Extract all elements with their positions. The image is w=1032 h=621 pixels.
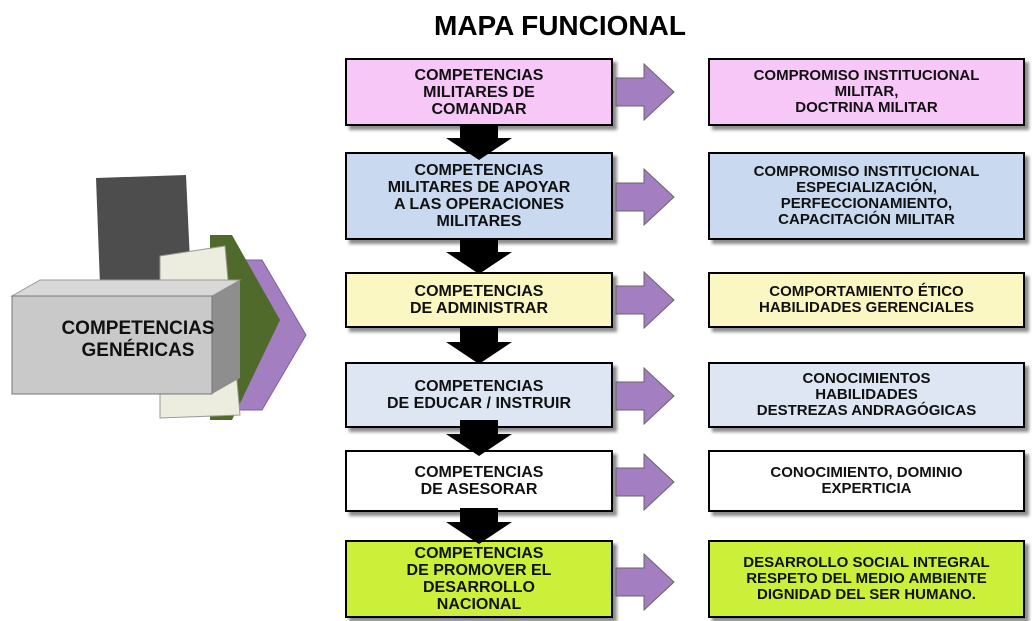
right-arrow-icon: [615, 452, 675, 512]
outcome-line: DESARROLLO SOCIAL INTEGRAL: [743, 554, 990, 571]
competency-line: COMPETENCIAS: [414, 545, 544, 562]
outcome-line: HABILIDADES: [815, 386, 918, 403]
outcome-line: CAPACITACIÓN MILITAR: [778, 211, 955, 228]
competency-line: COMANDAR: [431, 100, 527, 118]
generic-competencies-label: COMPETENCIAS GENÉRICAS: [38, 318, 238, 362]
generic-box-front: [11, 295, 213, 395]
competency-box-educar: COMPETENCIAS DE EDUCAR / INSTRUIR: [345, 362, 613, 428]
competency-line: DE ADMINISTRAR: [409, 300, 549, 317]
competency-line: DE PROMOVER EL: [406, 562, 552, 579]
outcome-box-promover: DESARROLLO SOCIAL INTEGRAL RESPETO DEL M…: [708, 540, 1025, 618]
competency-line: MILITARES: [436, 213, 522, 230]
down-arrow-icon: [446, 328, 512, 364]
outcome-line: CONOCIMIENTOS: [802, 370, 931, 387]
outcome-line: DOCTRINA MILITAR: [795, 99, 938, 116]
down-arrow-icon: [446, 420, 512, 456]
competency-line: A LAS OPERACIONES: [393, 196, 565, 213]
outcome-line: COMPROMISO INSTITUCIONAL: [753, 67, 980, 84]
competency-line: COMPETENCIAS: [414, 464, 544, 481]
outcome-line: CONOCIMIENTO, DOMINIO: [770, 464, 963, 481]
outcome-line: RESPETO DEL MEDIO AMBIENTE: [746, 570, 987, 587]
outcome-line: DESTREZAS ANDRAGÓGICAS: [756, 402, 977, 419]
competency-line: DE EDUCAR / INSTRUIR: [386, 395, 571, 412]
competency-line: COMPETENCIAS: [414, 66, 544, 84]
outcome-line: EXPERTICIA: [821, 480, 912, 497]
outcome-line: ESPECIALIZACIÓN,: [796, 179, 937, 196]
generic-box-top: [10, 279, 242, 297]
outcome-box-apoyar: COMPROMISO INSTITUCIONAL ESPECIALIZACIÓN…: [708, 152, 1025, 240]
competency-box-comandar: COMPETENCIAS MILITARES DE COMANDAR: [345, 58, 613, 126]
competency-box-apoyar: COMPETENCIAS MILITARES DE APOYAR A LAS O…: [345, 152, 613, 240]
competency-line: DE ASESORAR: [420, 481, 538, 498]
generic-label-line-2: GENÉRICAS: [81, 340, 195, 361]
outcome-line: COMPORTAMIENTO ÉTICO: [769, 283, 964, 300]
outcome-box-asesorar: CONOCIMIENTO, DOMINIO EXPERTICIA: [708, 450, 1025, 512]
right-arrow-icon: [615, 167, 675, 227]
outcome-line: HABILIDADES GERENCIALES: [758, 299, 975, 316]
generic-label-line-1: COMPETENCIAS: [61, 318, 215, 339]
down-arrow-icon: [446, 238, 512, 274]
competency-box-asesorar: COMPETENCIAS DE ASESORAR: [345, 450, 613, 512]
outcome-line: COMPROMISO INSTITUCIONAL: [753, 163, 980, 180]
competency-line: MILITARES DE: [423, 83, 535, 101]
competency-line: COMPETENCIAS: [414, 283, 544, 300]
right-arrow-icon: [615, 366, 675, 426]
page-title: MAPA FUNCIONAL: [434, 10, 686, 41]
outcome-line: DIGNIDAD DEL SER HUMANO.: [757, 586, 976, 603]
competency-box-administrar: COMPETENCIAS DE ADMINISTRAR: [345, 272, 613, 328]
down-arrow-icon: [446, 508, 512, 544]
outcome-box-educar: CONOCIMIENTOS HABILIDADES DESTREZAS ANDR…: [708, 362, 1025, 428]
outcome-line: MILITAR,: [834, 83, 899, 100]
competency-line: MILITARES DE APOYAR: [387, 179, 571, 196]
right-arrow-icon: [615, 270, 675, 330]
outcome-box-administrar: COMPORTAMIENTO ÉTICO HABILIDADES GERENCI…: [708, 272, 1025, 328]
outcome-line: PERFECCIONAMIENTO,: [780, 195, 953, 212]
right-arrow-icon: [615, 552, 675, 612]
down-arrow-icon: [446, 124, 512, 160]
right-arrow-icon: [615, 62, 675, 122]
outcome-box-comandar: COMPROMISO INSTITUCIONAL MILITAR, DOCTRI…: [708, 58, 1025, 126]
generic-competencies-graphic: [10, 175, 307, 420]
competency-box-promover: COMPETENCIAS DE PROMOVER EL DESARROLLO N…: [345, 540, 613, 618]
generic-box-side: [212, 280, 240, 394]
competency-line: DESARROLLO: [423, 579, 535, 596]
competency-line: COMPETENCIAS: [414, 378, 544, 395]
competency-line: COMPETENCIAS: [414, 162, 544, 179]
competency-line: NACIONAL: [436, 596, 522, 613]
